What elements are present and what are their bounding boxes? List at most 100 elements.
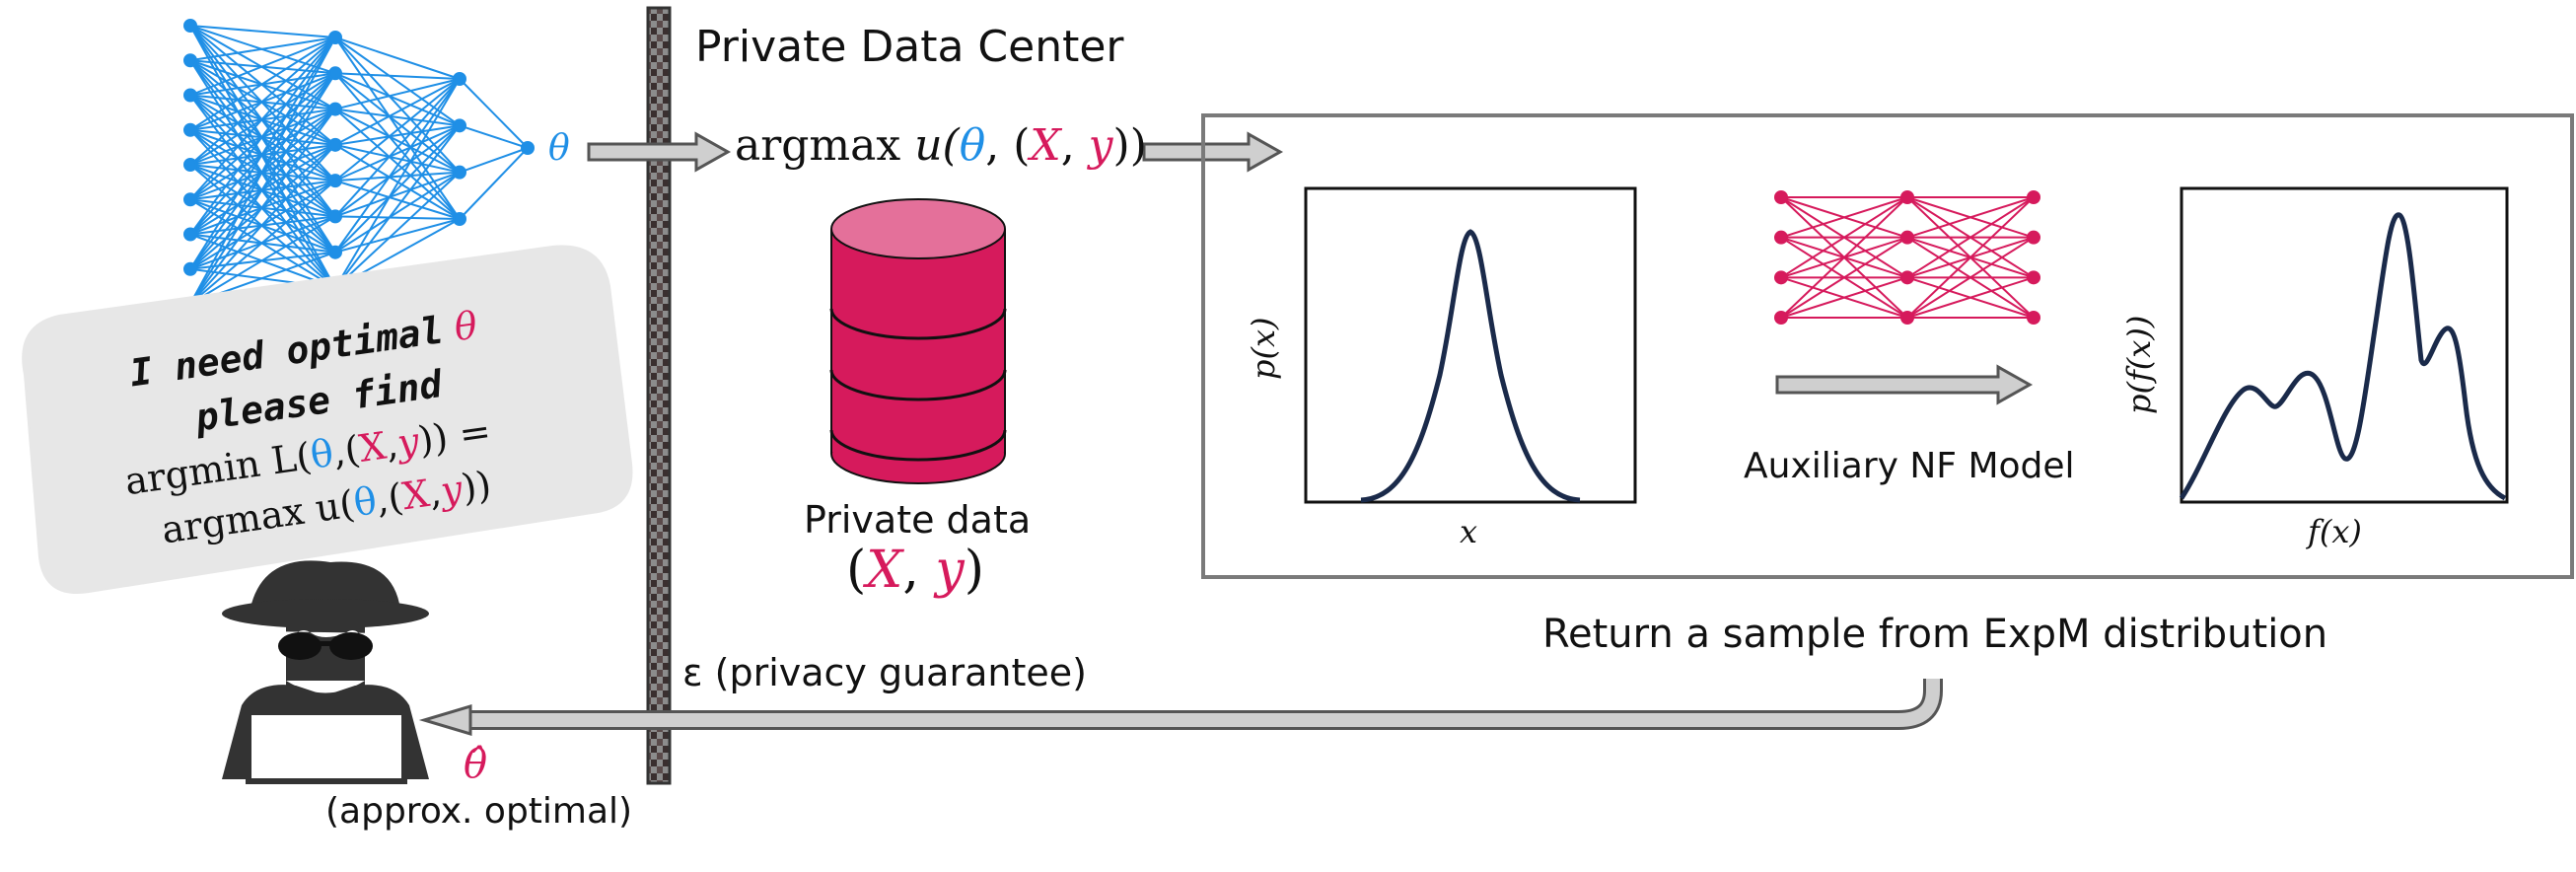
theta-output-label: θ — [548, 128, 570, 169]
network-node — [1774, 270, 1788, 285]
return-label: Return a sample from ExpM distribution — [1542, 612, 2328, 657]
network-edge — [334, 218, 461, 254]
network-edge — [334, 124, 461, 146]
network-node — [453, 118, 466, 133]
network-node — [183, 122, 197, 137]
network-node — [453, 72, 466, 86]
network-node — [2027, 230, 2040, 245]
network-edge — [189, 36, 336, 62]
network-edge — [334, 36, 461, 220]
database-icon — [829, 198, 1007, 484]
network-node — [328, 66, 342, 81]
network-edge — [1780, 196, 1908, 239]
arrow-query-to-panel — [1142, 131, 1284, 173]
network-node — [183, 158, 197, 172]
query-func: u( — [914, 120, 960, 171]
left-plot-frame — [1304, 186, 1637, 504]
network-edge — [334, 171, 461, 218]
network-node — [1900, 311, 1914, 325]
db-X: X — [866, 541, 903, 600]
bubble-line4-suffix: )) — [459, 463, 494, 510]
network-node — [2027, 311, 2040, 325]
network-edge — [334, 180, 461, 220]
db-y: y — [935, 541, 965, 600]
network-node — [183, 261, 197, 276]
query-comma1: , ( — [985, 120, 1031, 171]
network-edge — [334, 124, 461, 289]
multimodal-curve — [2179, 212, 2507, 501]
db-comma: , — [902, 541, 936, 600]
nf-label: Auxiliary NF Model — [1744, 446, 2075, 486]
network-edge — [459, 147, 529, 220]
network-edge — [334, 78, 461, 289]
network-node — [1774, 190, 1788, 204]
network-edge — [189, 36, 336, 97]
network-node — [328, 245, 342, 259]
network-edge — [189, 72, 336, 305]
database-label: Private data — [804, 498, 1032, 542]
privacy-label: ε (privacy guarantee) — [682, 651, 1087, 694]
db-close: ) — [964, 541, 985, 600]
network-edge — [189, 36, 336, 305]
network-node — [328, 209, 342, 224]
bubble-line3-suffix: )) = — [415, 408, 494, 463]
query-expression: argmax u(θ, (X, y)) — [735, 120, 1147, 171]
network-edge — [334, 72, 461, 220]
network-node — [453, 165, 466, 180]
query-theta: θ — [959, 120, 986, 171]
network-edge — [334, 124, 461, 254]
network-node — [328, 174, 342, 188]
query-prefix: argmax — [735, 120, 901, 171]
page-title: Private Data Center — [695, 22, 1124, 72]
network-edge — [1780, 276, 1908, 319]
query-y: y — [1088, 120, 1113, 171]
network-edge — [334, 108, 461, 127]
network-edge — [189, 144, 336, 305]
network-edge — [334, 171, 461, 254]
network-node — [328, 31, 342, 44]
network-node — [1900, 190, 1914, 204]
query-suffix: )) — [1112, 120, 1147, 171]
network-node — [183, 227, 197, 242]
network-node — [328, 137, 342, 152]
network-edge — [334, 124, 461, 182]
network-edge — [189, 108, 336, 305]
network-edge — [334, 78, 461, 146]
network-node — [2027, 190, 2040, 204]
database-variables: (X, y) — [846, 541, 984, 600]
network-node — [183, 53, 197, 68]
network-node — [1900, 270, 1914, 285]
network-edge — [189, 36, 336, 270]
network-edge — [459, 147, 529, 174]
network-edge — [334, 36, 461, 174]
network-edge — [189, 180, 336, 305]
right-plot-xlabel: f(x) — [2308, 513, 2362, 550]
network-edge — [1780, 236, 1908, 319]
network-edge — [334, 72, 461, 127]
network-edge — [189, 36, 336, 236]
network-edge — [189, 36, 336, 166]
network-edge — [459, 124, 529, 149]
nf-arrow — [1775, 364, 2034, 405]
network-node — [1900, 230, 1914, 245]
network-edge — [334, 171, 461, 289]
network-edge — [189, 36, 336, 200]
network-node — [2027, 270, 2040, 285]
network-edge — [334, 78, 461, 218]
network-node — [183, 88, 197, 103]
network-edge — [334, 143, 461, 174]
network-node — [183, 192, 197, 207]
network-edge — [1906, 196, 2035, 239]
network-edge — [1780, 196, 1908, 279]
network-edge — [334, 124, 461, 218]
speech-bubble — [22, 245, 633, 594]
network-edge — [459, 78, 529, 149]
network-edge — [1906, 196, 2035, 279]
network-edge — [189, 215, 336, 305]
hacker-icon — [222, 560, 429, 784]
left-plot-ylabel: p(x) — [1245, 317, 1282, 381]
network-node — [1774, 311, 1788, 325]
network-edge — [334, 108, 461, 174]
network-node — [1774, 230, 1788, 245]
network-edge — [1906, 276, 2035, 319]
